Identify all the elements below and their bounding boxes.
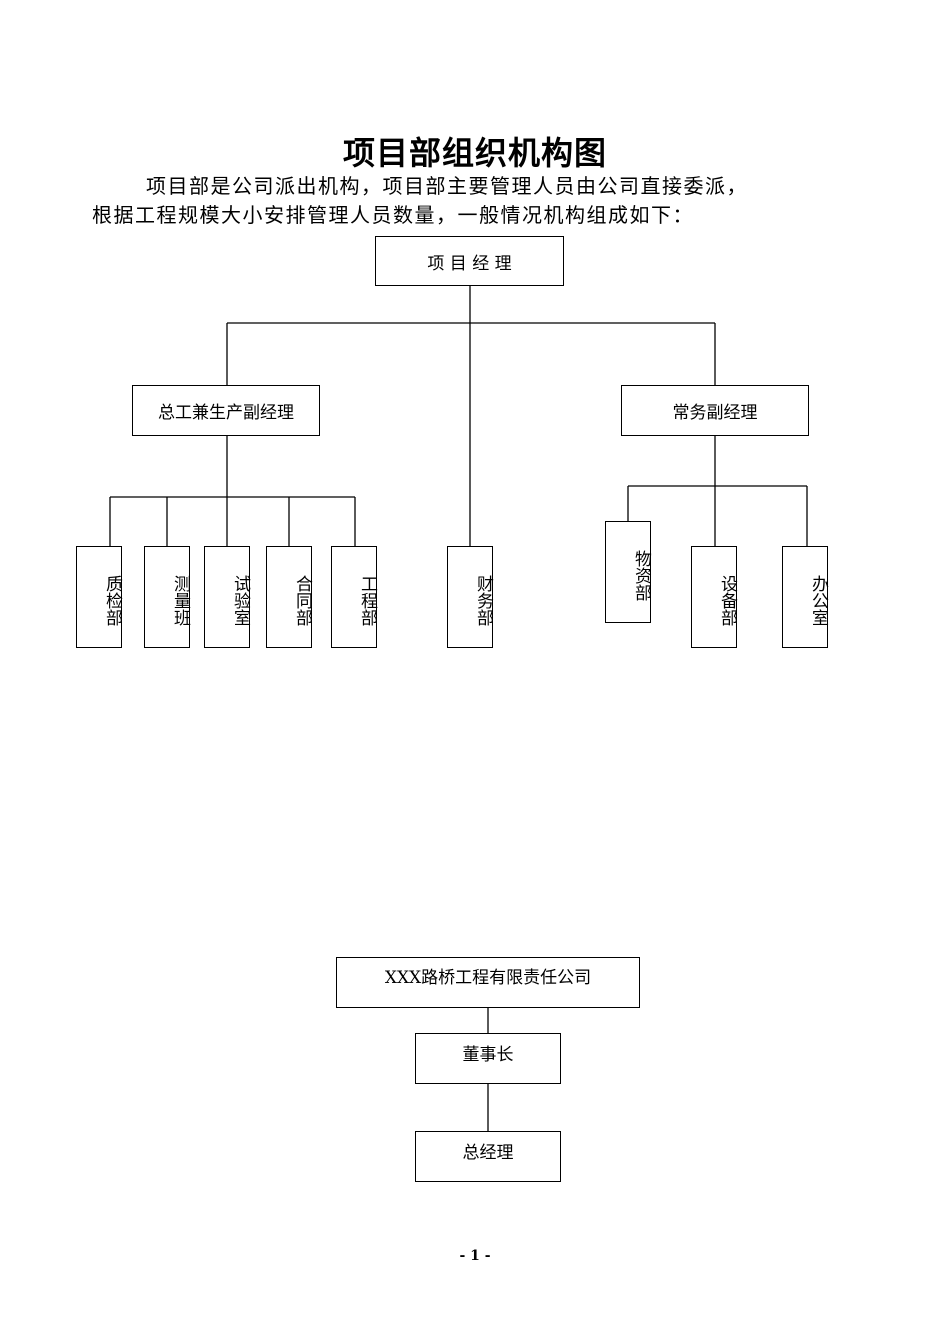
- general-manager-label: 总经理: [462, 1143, 514, 1163]
- department-box: 物资部: [605, 521, 651, 623]
- department-box: 设备部: [691, 546, 737, 648]
- chairman-label: 董事长: [462, 1045, 514, 1065]
- department-label: 财务部: [473, 574, 493, 626]
- intro-paragraph: 项目部是公司派出机构，项目部主要管理人员由公司直接委派， 根据工程规模大小安排管…: [92, 172, 862, 230]
- company-box: XXX路桥工程有限责任公司: [336, 957, 640, 1008]
- department-box: 合同部: [266, 546, 312, 648]
- intro-line-2: 根据工程规模大小安排管理人员数量，一般情况机构组成如下：: [92, 203, 694, 227]
- department-label: 试验室: [230, 574, 250, 626]
- finance-department-box: 财务部: [447, 546, 493, 648]
- department-box: 质检部: [76, 546, 122, 648]
- department-label: 测量班: [170, 574, 190, 626]
- project-manager-box: 项 目 经 理: [375, 236, 564, 286]
- department-label: 办公室: [808, 574, 828, 626]
- project-manager-label: 项 目 经 理: [427, 253, 512, 274]
- executive-deputy-box: 常务副经理: [621, 385, 809, 436]
- intro-line-1: 项目部是公司派出机构，项目部主要管理人员由公司直接委派，: [146, 174, 748, 198]
- department-label: 物资部: [631, 549, 651, 601]
- page-number: - 1 -: [459, 1248, 491, 1264]
- department-label: 设备部: [717, 574, 737, 626]
- department-box: 试验室: [204, 546, 250, 648]
- executive-deputy-label: 常务副经理: [672, 403, 758, 423]
- general-manager-box: 总经理: [415, 1131, 561, 1182]
- department-label: 合同部: [292, 574, 312, 626]
- department-label: 质检部: [102, 574, 122, 626]
- chief-engineer-box: 总工兼生产副经理: [132, 385, 320, 436]
- department-label: 工程部: [357, 574, 377, 626]
- chief-engineer-label: 总工兼生产副经理: [158, 403, 294, 423]
- department-box: 办公室: [782, 546, 828, 648]
- department-box: 测量班: [144, 546, 190, 648]
- chairman-box: 董事长: [415, 1033, 561, 1084]
- page-title: 项目部组织机构图: [342, 134, 607, 172]
- company-label: XXX路桥工程有限责任公司: [384, 968, 592, 988]
- department-box: 工程部: [331, 546, 377, 648]
